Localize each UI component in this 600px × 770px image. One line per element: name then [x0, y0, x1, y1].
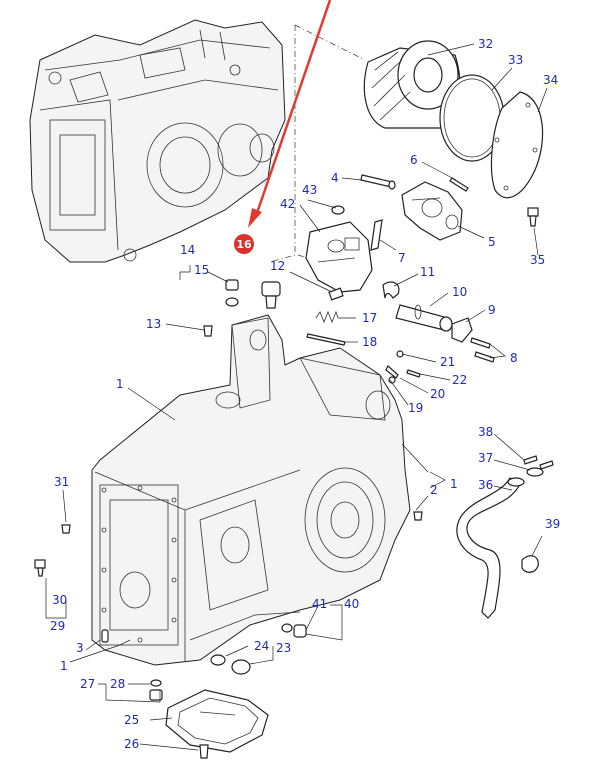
pipe-seal	[526, 467, 544, 477]
callout-18[interactable]: 18	[362, 335, 377, 349]
leader-lines	[45, 43, 548, 751]
small-hardware	[385, 350, 421, 384]
washer-28	[150, 679, 162, 687]
left-fitting	[34, 559, 46, 577]
callout-9[interactable]: 9	[488, 303, 496, 317]
highlight-callout-16[interactable]: 16	[234, 234, 254, 254]
cap-screw	[527, 207, 539, 227]
callout-38[interactable]: 38	[478, 425, 493, 439]
housing-screw	[413, 511, 423, 521]
callout-7[interactable]: 7	[398, 251, 406, 265]
filter-cartridge	[363, 40, 461, 129]
callout-1-right[interactable]: 1	[450, 477, 458, 491]
callout-19[interactable]: 19	[408, 401, 423, 415]
pipe-clip	[521, 555, 539, 573]
oil-pipe	[456, 477, 525, 619]
spring	[315, 310, 339, 324]
rod	[306, 333, 346, 346]
callout-3[interactable]: 3	[76, 641, 84, 655]
end-fitting	[451, 317, 473, 343]
callout-13[interactable]: 13	[146, 317, 161, 331]
callout-43[interactable]: 43	[302, 183, 317, 197]
dowel	[101, 629, 109, 643]
callout-17[interactable]: 17	[362, 311, 377, 325]
callout-25[interactable]: 25	[124, 713, 139, 727]
callout-22[interactable]: 22	[452, 373, 467, 387]
callout-29[interactable]: 29	[50, 619, 65, 633]
roll-pin	[449, 177, 469, 192]
bottom-cover	[165, 689, 269, 753]
callout-14[interactable]: 14	[180, 243, 195, 257]
callout-39[interactable]: 39	[545, 517, 560, 531]
red-arrow	[248, 0, 332, 228]
callout-24[interactable]: 24	[254, 639, 269, 653]
screws	[470, 337, 495, 363]
sensor	[261, 281, 281, 309]
plug	[225, 279, 239, 291]
callout-1-top[interactable]: 1	[116, 377, 124, 391]
long-pin	[360, 174, 396, 190]
drain-plug	[149, 689, 163, 701]
callout-labels: 32 33 34 6 43 4 42 5 35 7 14 15 12 11 10…	[50, 37, 560, 751]
callout-2[interactable]: 2	[430, 483, 438, 497]
callout-31[interactable]: 31	[54, 475, 69, 489]
highlight-label: 16	[236, 238, 252, 251]
callout-1-bottom[interactable]: 1	[60, 659, 68, 673]
pivot-bracket	[401, 181, 463, 241]
reference-housing	[29, 19, 286, 263]
main-housing	[91, 314, 411, 666]
o-ring-small	[281, 623, 293, 633]
callout-42[interactable]: 42	[280, 197, 295, 211]
callout-5[interactable]: 5	[488, 235, 496, 249]
callout-4[interactable]: 4	[331, 171, 339, 185]
plug-41	[293, 624, 307, 638]
callout-20[interactable]: 20	[430, 387, 445, 401]
cover-screw	[199, 744, 209, 759]
callout-26[interactable]: 26	[124, 737, 139, 751]
callout-35[interactable]: 35	[530, 253, 545, 267]
spring-clip	[382, 281, 400, 299]
cover-plate	[490, 91, 544, 199]
callout-36[interactable]: 36	[478, 478, 493, 492]
callout-6[interactable]: 6	[410, 153, 418, 167]
callout-23[interactable]: 23	[276, 641, 291, 655]
pipe-screws	[523, 455, 554, 470]
callout-8[interactable]: 8	[510, 351, 518, 365]
callout-10[interactable]: 10	[452, 285, 467, 299]
highlight-marker	[234, 234, 254, 254]
callout-40[interactable]: 40	[344, 597, 359, 611]
seal-ring	[225, 297, 239, 307]
valve-spool	[395, 304, 453, 332]
o-ring-24	[210, 654, 226, 666]
cross-pin	[370, 219, 383, 251]
left-screw	[61, 524, 71, 534]
bolt	[203, 325, 213, 337]
plug-23	[231, 659, 251, 675]
callout-12[interactable]: 12	[270, 259, 285, 273]
callout-11[interactable]: 11	[420, 265, 435, 279]
callout-32[interactable]: 32	[478, 37, 493, 51]
key	[328, 287, 344, 301]
callout-28[interactable]: 28	[110, 677, 125, 691]
callout-33[interactable]: 33	[508, 53, 523, 67]
valve-body	[305, 221, 373, 293]
callout-21[interactable]: 21	[440, 355, 455, 369]
callout-15[interactable]: 15	[194, 263, 209, 277]
callout-37[interactable]: 37	[478, 451, 493, 465]
callout-30[interactable]: 30	[52, 593, 67, 607]
callout-41[interactable]: 41	[312, 597, 327, 611]
callout-27[interactable]: 27	[80, 677, 95, 691]
callout-34[interactable]: 34	[543, 73, 558, 87]
